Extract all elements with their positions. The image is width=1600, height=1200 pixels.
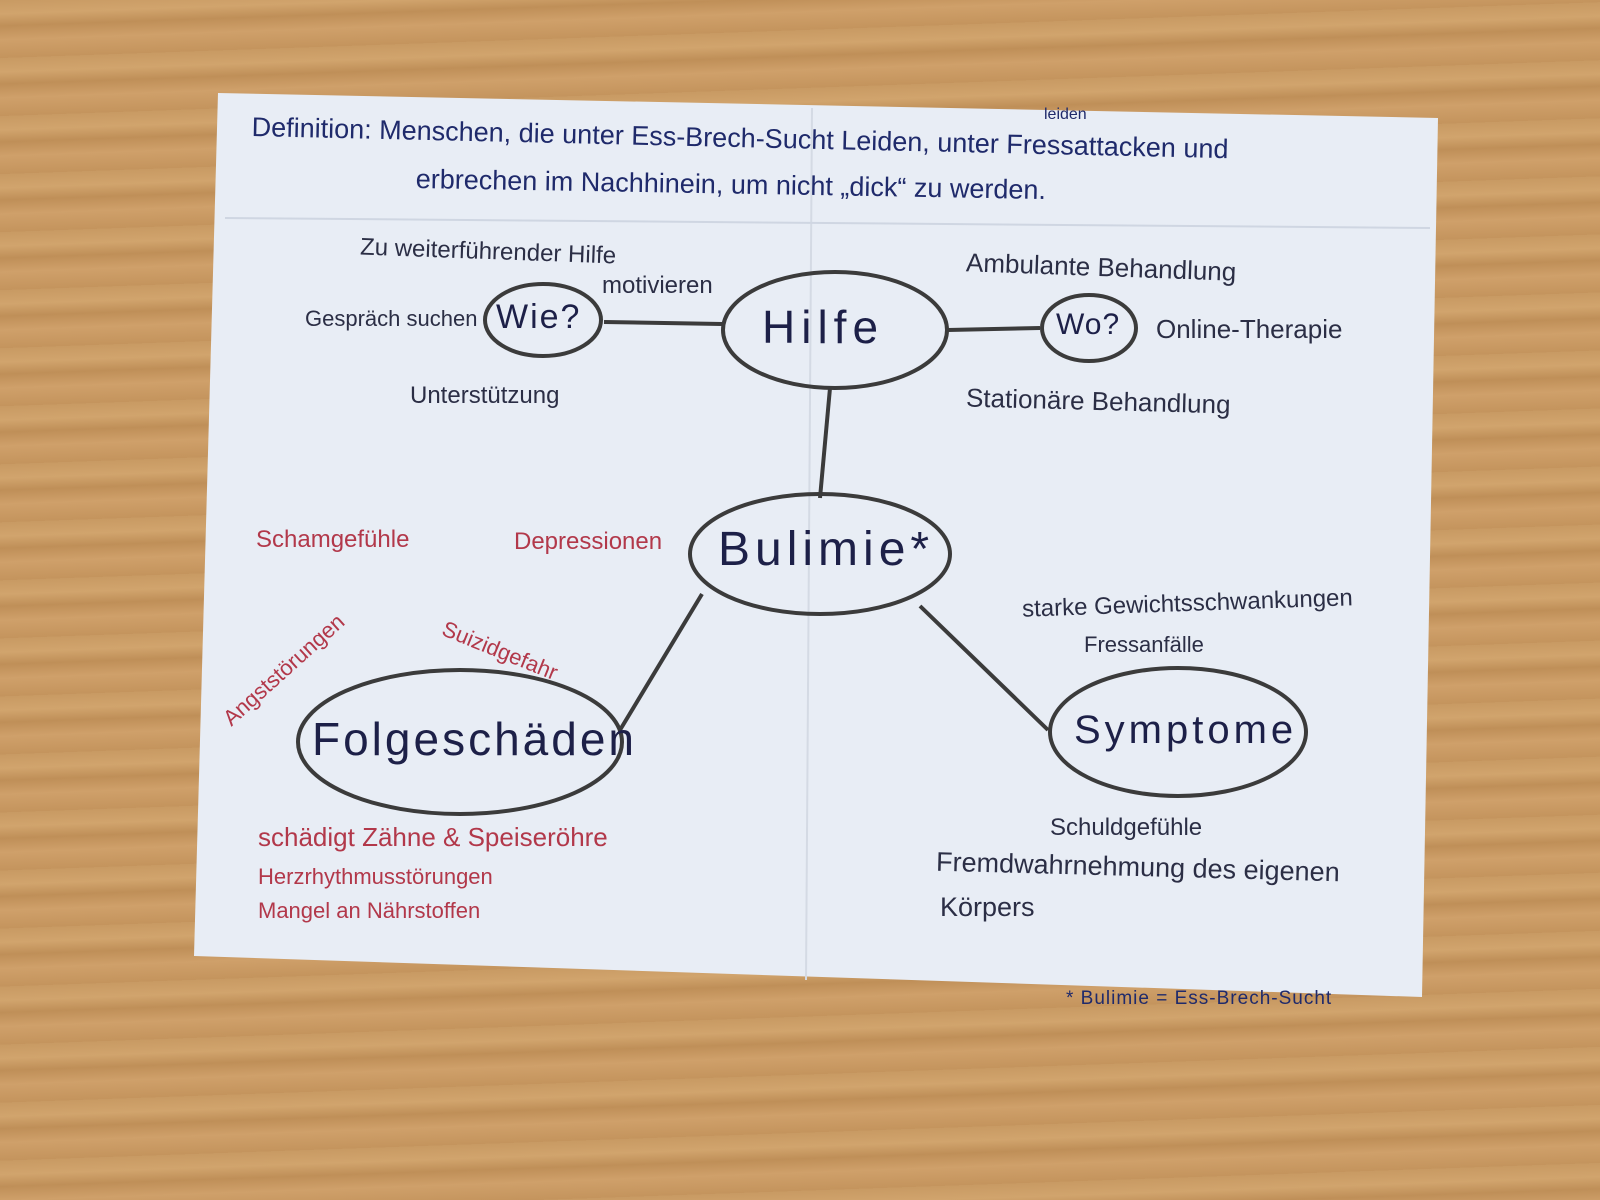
link-wie-hilfe xyxy=(603,320,723,326)
node-outline-wo xyxy=(1040,293,1138,363)
folge-item-2: Depressionen xyxy=(514,528,663,555)
node-hilfe: Hilfe xyxy=(762,301,885,353)
node-outline-wie xyxy=(483,282,603,358)
paper-sheet xyxy=(194,93,1438,997)
folge-item-7: Mangel an Nährstoffen xyxy=(258,898,481,923)
node-bulimie: Bulimie* xyxy=(718,523,935,576)
wie-item-3: Gespräch suchen xyxy=(305,306,478,331)
wo-item-2: Online-Therapie xyxy=(1156,314,1343,344)
node-outline-symptome xyxy=(1048,666,1308,798)
footnote: * Bulimie = Ess-Brech-Sucht xyxy=(1066,988,1333,1009)
node-wo: Wo? xyxy=(1056,308,1121,341)
symptome-item-3: Schuldgefühle xyxy=(1050,814,1203,841)
folge-item-1: Schamgefühle xyxy=(256,526,410,553)
node-symptome: Symptome xyxy=(1074,708,1298,752)
link-hilfe-wo xyxy=(947,326,1041,332)
definition-insert: leiden xyxy=(1044,106,1087,123)
divider-line xyxy=(224,217,1431,229)
link-bulimie-symptome xyxy=(918,604,1050,732)
node-wie: Wie? xyxy=(496,298,582,336)
wie-item-4: Unterstützung xyxy=(410,382,560,409)
node-folgeschaeden: Folgeschäden xyxy=(312,713,637,765)
node-outline-hilfe xyxy=(721,270,949,390)
node-outline-bulimie xyxy=(688,492,952,616)
link-hilfe-bulimie xyxy=(818,387,832,499)
folge-item-5: schädigt Zähne & Speiseröhre xyxy=(258,822,608,852)
link-bulimie-folge xyxy=(618,592,704,732)
wie-item-2: motivieren xyxy=(602,272,713,299)
paper-fold xyxy=(805,107,813,981)
node-outline-folge xyxy=(296,668,624,816)
symptome-item-2: Fressanfälle xyxy=(1084,632,1204,657)
symptome-item-5: Körpers xyxy=(940,892,1035,922)
folge-item-6: Herzrhythmusstörungen xyxy=(258,864,493,889)
